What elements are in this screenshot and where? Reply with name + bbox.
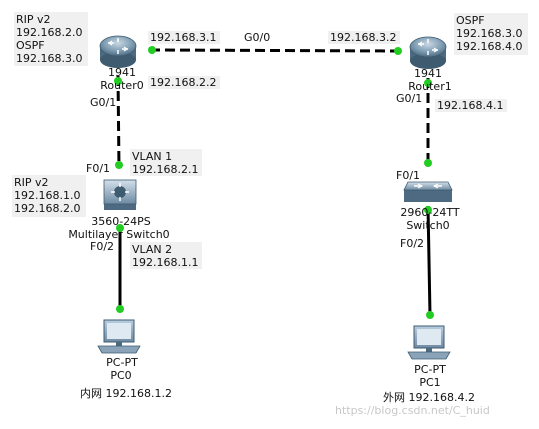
- pc-icon: [97, 319, 141, 354]
- port-indicators: [114, 46, 434, 319]
- pc-icon: [407, 325, 451, 360]
- label-g00-port: G0/0: [244, 31, 270, 44]
- port-dot-mls-f01: [115, 161, 123, 169]
- router0-note-line1: RIP v2: [16, 13, 51, 26]
- label-mls-f02-port: F0/2: [90, 240, 114, 253]
- switch0-name: Switch0: [406, 219, 449, 232]
- watermark: https://blog.csdn.net/C_huid: [335, 404, 490, 417]
- port-dot-mls-f02: [116, 224, 124, 232]
- pc0-caption: 内网 192.168.1.2: [80, 386, 172, 400]
- router0-name: Router0: [100, 79, 143, 92]
- links: [116, 48, 432, 316]
- switch0[interactable]: 2960-24TT Switch0: [400, 181, 460, 232]
- label-r1-g00-ip: 192.168.3.2: [330, 31, 396, 44]
- label-vlan1-ip: 192.168.2.1: [132, 163, 198, 176]
- router0-model: 1941: [108, 66, 136, 79]
- port-dot-r1-g00: [394, 47, 402, 55]
- router1-note-line3: 192.168.4.0: [456, 40, 522, 53]
- multilayer-switch-icon: [103, 179, 137, 210]
- router1-note-line1: OSPF: [456, 14, 485, 27]
- router-icon: [409, 36, 447, 69]
- router1-routing-note: OSPF 192.168.3.0 192.168.4.0: [454, 13, 528, 55]
- router1-note-line2: 192.168.3.0: [456, 27, 522, 40]
- label-r1-g01-ip: 192.168.4.1: [437, 99, 503, 112]
- switch-icon: [403, 181, 453, 202]
- router0-note-line4: 192.168.3.0: [16, 52, 82, 65]
- pc1-model: PC-PT: [414, 363, 446, 376]
- label-vlan2-ip: 192.168.1.1: [132, 256, 198, 269]
- mlswitch-routing-note: RIP v2 192.168.1.0 192.168.2.0: [12, 175, 86, 217]
- router1-model: 1941: [414, 67, 442, 80]
- router1-name: Router1: [408, 80, 451, 93]
- pc1[interactable]: PC-PT PC1 外网 192.168.4.2: [383, 325, 475, 404]
- label-r0-g00-ip: 192.168.3.1: [150, 31, 216, 44]
- multilayer-switch0[interactable]: 3560-24PS Multilayer Switch0: [68, 179, 170, 241]
- label-r0-g01-port: G0/1: [90, 96, 116, 109]
- label-vlan1: VLAN 1: [132, 150, 172, 163]
- label-r0-g01-ip: 192.168.2.2: [150, 76, 216, 89]
- port-dot-r0-g00: [148, 46, 156, 54]
- port-dot-pc1: [426, 311, 434, 319]
- label-mls-f01-port: F0/1: [86, 162, 110, 175]
- pc0-model: PC-PT: [106, 356, 138, 369]
- pc0-name: PC0: [110, 369, 131, 382]
- mlswitch-name: Multilayer Switch0: [68, 228, 169, 241]
- router0-note-line2: 192.168.2.0: [16, 26, 82, 39]
- link-router0-router1: [149, 48, 399, 53]
- label-r1-g01-port: G0/1: [396, 92, 422, 105]
- label-sw0-f02-port: F0/2: [400, 237, 424, 250]
- label-sw0-f01-port: F0/1: [396, 169, 420, 182]
- router1[interactable]: 1941 Router1: [408, 36, 452, 93]
- mlswitch-note-line2: 192.168.1.0: [14, 189, 80, 202]
- link-router0-mlswitch: [116, 75, 121, 169]
- link-labels: 192.168.3.1 G0/0 192.168.3.2 192.168.2.2…: [86, 31, 507, 269]
- port-dot-sw0-f01: [424, 159, 432, 167]
- pc1-name: PC1: [419, 376, 440, 389]
- mlswitch-note-line3: 192.168.2.0: [14, 202, 80, 215]
- router0[interactable]: 1941 Router0: [99, 35, 144, 92]
- switch0-model: 2960-24TT: [400, 206, 459, 219]
- pc1-caption: 外网 192.168.4.2: [383, 391, 475, 404]
- port-dot-r1-g01: [424, 79, 432, 87]
- port-dot-sw0-f02: [424, 206, 432, 214]
- label-vlan2: VLAN 2: [132, 243, 172, 256]
- router-icon: [99, 35, 137, 68]
- router0-routing-note: RIP v2 192.168.2.0 OSPF 192.168.3.0: [14, 12, 88, 66]
- pc0[interactable]: PC-PT PC0 内网 192.168.1.2: [80, 319, 172, 400]
- mlswitch-note-line1: RIP v2: [14, 176, 49, 189]
- port-dot-pc0: [116, 305, 124, 313]
- router0-note-line3: OSPF: [16, 39, 45, 52]
- link-switch0-pc1: [426, 205, 432, 316]
- port-dot-r0-g01: [114, 77, 122, 85]
- mlswitch-model: 3560-24PS: [91, 215, 151, 228]
